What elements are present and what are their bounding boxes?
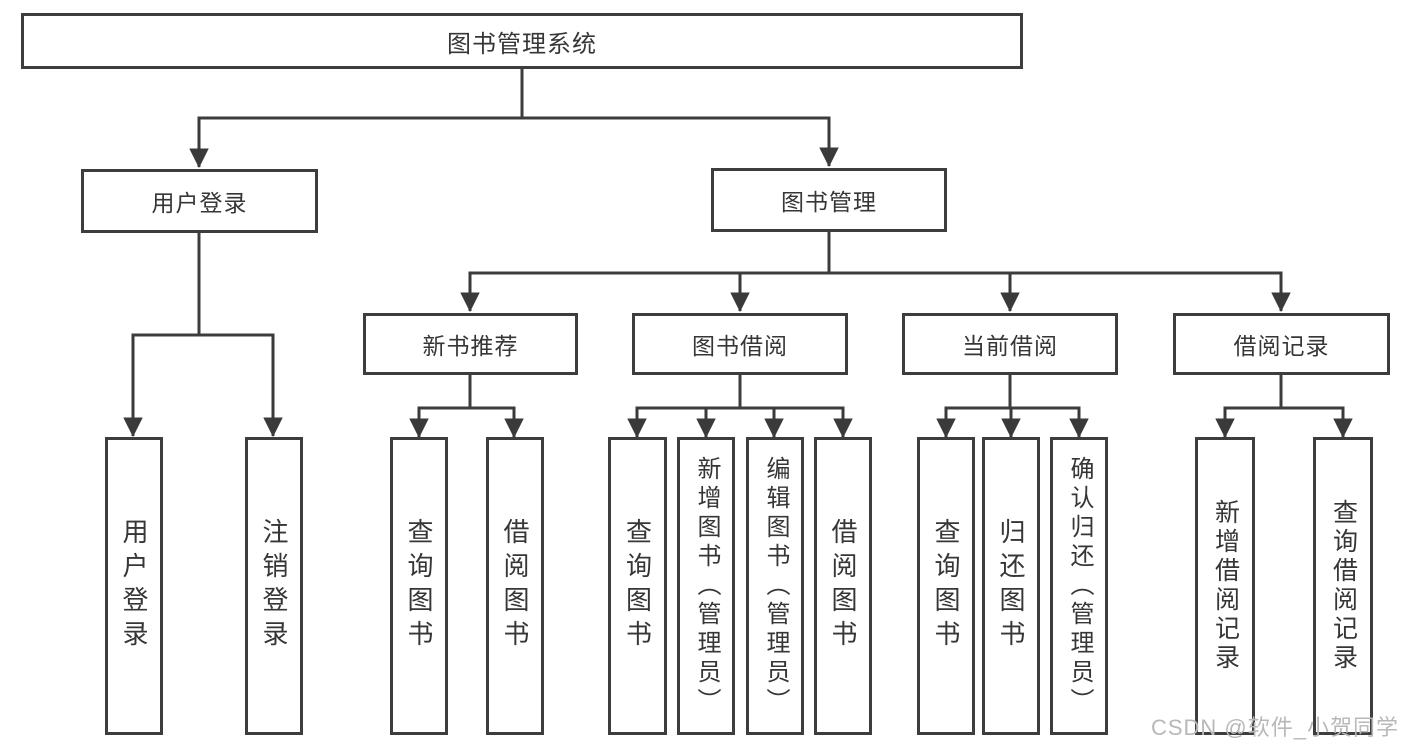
leaf-query-books-borrowing: 查询图书 bbox=[608, 437, 667, 735]
leaf-borrow-books-recommend: 借阅图书 bbox=[486, 437, 544, 735]
leaf-query-borrow-record: 查询借阅记录 bbox=[1313, 437, 1373, 735]
node-library-management-system: 图书管理系统 bbox=[21, 13, 1023, 69]
leaf-borrow-books-borrowing: 借阅图书 bbox=[814, 437, 872, 735]
node-borrowing-records: 借阅记录 bbox=[1173, 313, 1390, 375]
leaf-user-login: 用户登录 bbox=[105, 437, 163, 735]
node-label: 用户登录 bbox=[119, 518, 149, 654]
node-label: 查询借阅记录 bbox=[1329, 499, 1358, 673]
leaf-edit-book-admin: 编辑图书（管理员） bbox=[746, 437, 804, 735]
node-label: 图书管理系统 bbox=[447, 30, 597, 58]
leaf-logout: 注销登录 bbox=[245, 437, 303, 735]
node-label: 新书推荐 bbox=[422, 333, 519, 359]
leaf-add-book-admin: 新增图书（管理员） bbox=[677, 437, 735, 735]
csdn-watermark: CSDN @软件_小贺同学 bbox=[1150, 715, 1399, 740]
node-label: 借阅图书 bbox=[828, 518, 858, 654]
node-label: 借阅记录 bbox=[1233, 333, 1330, 359]
node-label: 确认归还（管理员） bbox=[1066, 455, 1093, 717]
node-label: 图书管理 bbox=[781, 189, 877, 215]
node-current-borrowing: 当前借阅 bbox=[902, 313, 1118, 375]
node-label: 查询图书 bbox=[404, 518, 434, 654]
leaf-return-book: 归还图书 bbox=[982, 437, 1040, 735]
node-label: 编辑图书（管理员） bbox=[762, 455, 789, 717]
node-new-book-recommend: 新书推荐 bbox=[363, 313, 578, 375]
node-label: 用户登录 bbox=[151, 190, 248, 216]
node-label: 注销登录 bbox=[259, 518, 289, 654]
node-label: 当前借阅 bbox=[962, 333, 1058, 359]
leaf-query-books-current: 查询图书 bbox=[917, 437, 975, 735]
node-label: 归还图书 bbox=[996, 518, 1026, 654]
connector-arrows bbox=[123, 118, 1353, 438]
leaf-query-books-recommend: 查询图书 bbox=[390, 437, 448, 735]
node-book-management: 图书管理 bbox=[711, 168, 947, 232]
node-label: 图书借阅 bbox=[692, 333, 788, 359]
node-label: 查询图书 bbox=[622, 518, 653, 654]
node-label: 借阅图书 bbox=[500, 518, 530, 654]
leaf-add-borrow-record: 新增借阅记录 bbox=[1195, 437, 1255, 735]
node-label: 查询图书 bbox=[931, 518, 961, 654]
node-book-borrowing: 图书借阅 bbox=[632, 313, 848, 375]
leaf-confirm-return-admin: 确认归还（管理员） bbox=[1050, 437, 1108, 735]
node-user-login: 用户登录 bbox=[81, 169, 318, 233]
node-label: 新增借阅记录 bbox=[1211, 499, 1240, 673]
node-label: 新增图书（管理员） bbox=[693, 455, 720, 717]
